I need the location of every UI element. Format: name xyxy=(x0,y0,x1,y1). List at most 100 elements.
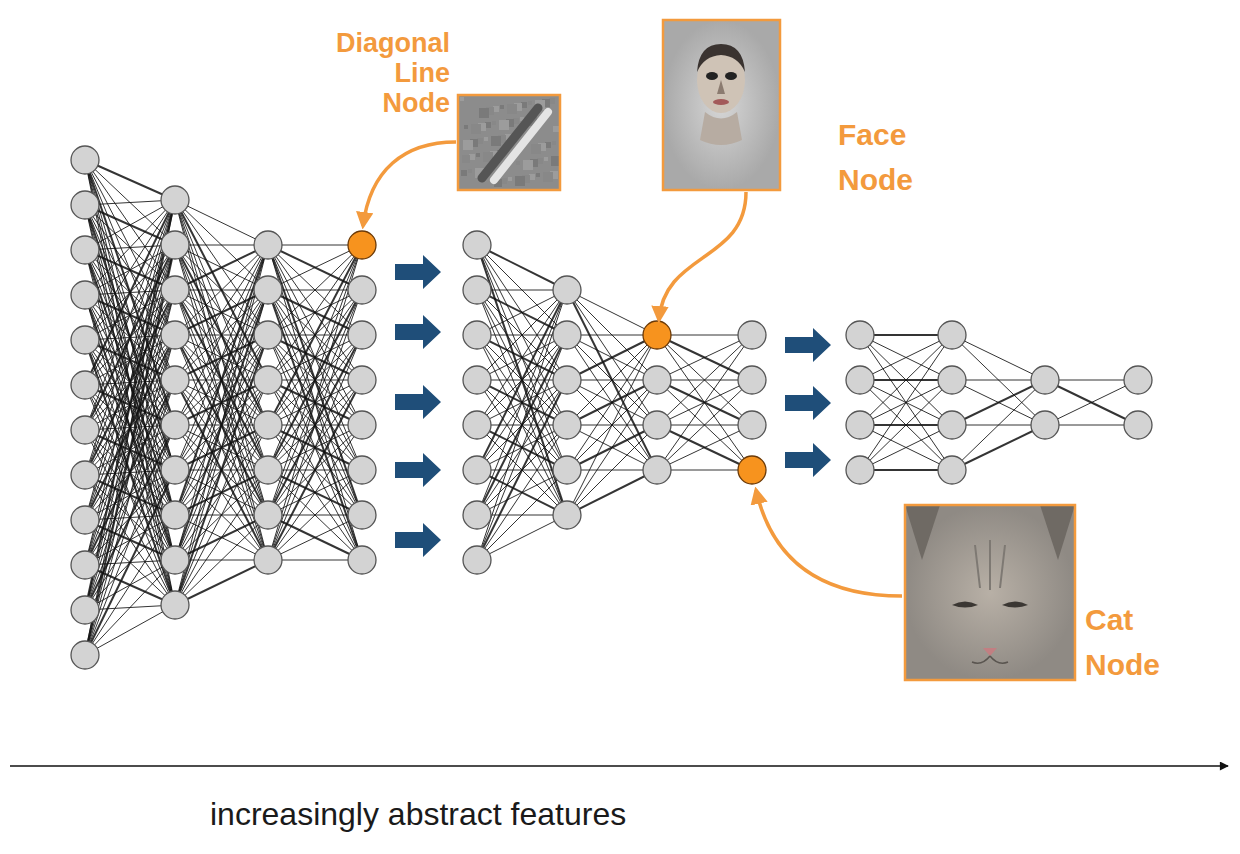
neuron-circle xyxy=(643,411,671,439)
neuron-circle xyxy=(161,501,189,529)
neuron-circle xyxy=(71,281,99,309)
neuron-circle xyxy=(643,456,671,484)
network-link xyxy=(567,335,657,470)
block-arrow xyxy=(785,328,831,362)
leader-arrow xyxy=(659,192,746,320)
network-link xyxy=(952,380,1045,425)
neuron-circle xyxy=(161,321,189,349)
neuron-circle xyxy=(553,276,581,304)
neuron-circle xyxy=(254,366,282,394)
thumbnail-texture xyxy=(479,108,489,118)
thumbnail-texture xyxy=(463,140,473,150)
network-link xyxy=(268,245,362,290)
cat-ear xyxy=(905,505,940,560)
neuron-circle xyxy=(71,326,99,354)
neuron-circle xyxy=(938,321,966,349)
neuron-circle xyxy=(1124,366,1152,394)
block-arrow xyxy=(395,523,441,557)
network-link xyxy=(477,290,567,425)
thumbnail-ground xyxy=(663,20,780,190)
neuron-circle xyxy=(161,231,189,259)
network-link xyxy=(175,470,268,605)
neuron-circle xyxy=(738,411,766,439)
callout-leaders xyxy=(363,142,902,596)
network-link xyxy=(567,290,657,335)
network-link xyxy=(1045,380,1138,425)
network-link xyxy=(477,290,567,425)
thumbnail-texture xyxy=(476,153,480,157)
neuron-circle xyxy=(254,546,282,574)
network-link xyxy=(567,335,657,470)
neuron-circle xyxy=(348,321,376,349)
network-link xyxy=(477,290,567,515)
neuron-circle xyxy=(463,456,491,484)
thumbnail-texture xyxy=(516,161,520,165)
thumbnail-texture xyxy=(508,177,512,181)
neuron-circle xyxy=(71,371,99,399)
thumbnail-texture xyxy=(507,104,517,114)
network-link xyxy=(268,515,362,560)
neuron-circle xyxy=(71,506,99,534)
network-link xyxy=(657,335,752,470)
network-link xyxy=(952,380,1045,425)
network-link xyxy=(85,425,175,655)
network-link xyxy=(477,335,567,560)
network-link xyxy=(268,245,362,470)
network-link xyxy=(657,425,752,470)
neuron-circle xyxy=(553,456,581,484)
thumbnail-texture xyxy=(484,137,488,141)
network-link xyxy=(477,245,567,470)
neuron-circle xyxy=(846,321,874,349)
neuron-circle xyxy=(846,411,874,439)
network-link xyxy=(85,200,175,430)
neuron-circle xyxy=(71,641,99,669)
thumbnail-texture xyxy=(462,155,470,163)
axis-label: increasingly abstract features xyxy=(210,795,626,833)
network-link xyxy=(567,335,657,380)
face-neck xyxy=(700,112,742,145)
network-link xyxy=(268,335,362,560)
thumbnail-texture xyxy=(471,124,481,134)
network-link xyxy=(477,245,567,380)
cat-nose xyxy=(983,648,997,656)
network-link xyxy=(657,335,752,470)
neuron-circle xyxy=(254,321,282,349)
network-link xyxy=(268,245,362,380)
thumbnail-texture xyxy=(543,172,553,182)
neuron-circle xyxy=(348,411,376,439)
thumbnail-texture xyxy=(552,141,556,145)
abstraction-axis xyxy=(10,765,1228,767)
network-link xyxy=(860,425,952,470)
cat-ear xyxy=(1040,505,1075,560)
network-link xyxy=(860,335,952,470)
neuron-circle xyxy=(938,411,966,439)
block-arrow xyxy=(395,385,441,419)
thumbnail-frame xyxy=(663,20,780,190)
neuron-circle xyxy=(161,591,189,619)
neuron-circle xyxy=(161,186,189,214)
cat-thumbnail xyxy=(905,505,1075,680)
neuron-circle xyxy=(738,321,766,349)
neuron-circle xyxy=(463,411,491,439)
network-link xyxy=(85,515,175,655)
neuron-circle xyxy=(71,146,99,174)
neuron-circle xyxy=(1031,411,1059,439)
neuron-circle xyxy=(348,231,376,259)
cat-stripes xyxy=(975,540,1005,590)
network-link xyxy=(477,290,567,335)
thumbnail-texture xyxy=(499,120,509,130)
callout-label: Diagonal Line Node xyxy=(336,28,450,118)
neuron-circle xyxy=(463,276,491,304)
neuron-circle xyxy=(161,366,189,394)
neuron-circle xyxy=(71,236,99,264)
diagonal-line-thumbnail xyxy=(458,95,560,190)
leader-arrow xyxy=(756,490,902,596)
neuron-circle xyxy=(71,191,99,219)
axis-label-box: increasingly abstract features xyxy=(210,795,626,833)
block-arrow xyxy=(395,255,441,289)
thumbnail-texture xyxy=(536,173,540,177)
neuron-circle xyxy=(71,461,99,489)
network-link xyxy=(860,335,952,470)
neuron-circle xyxy=(738,366,766,394)
network-link xyxy=(477,290,567,515)
